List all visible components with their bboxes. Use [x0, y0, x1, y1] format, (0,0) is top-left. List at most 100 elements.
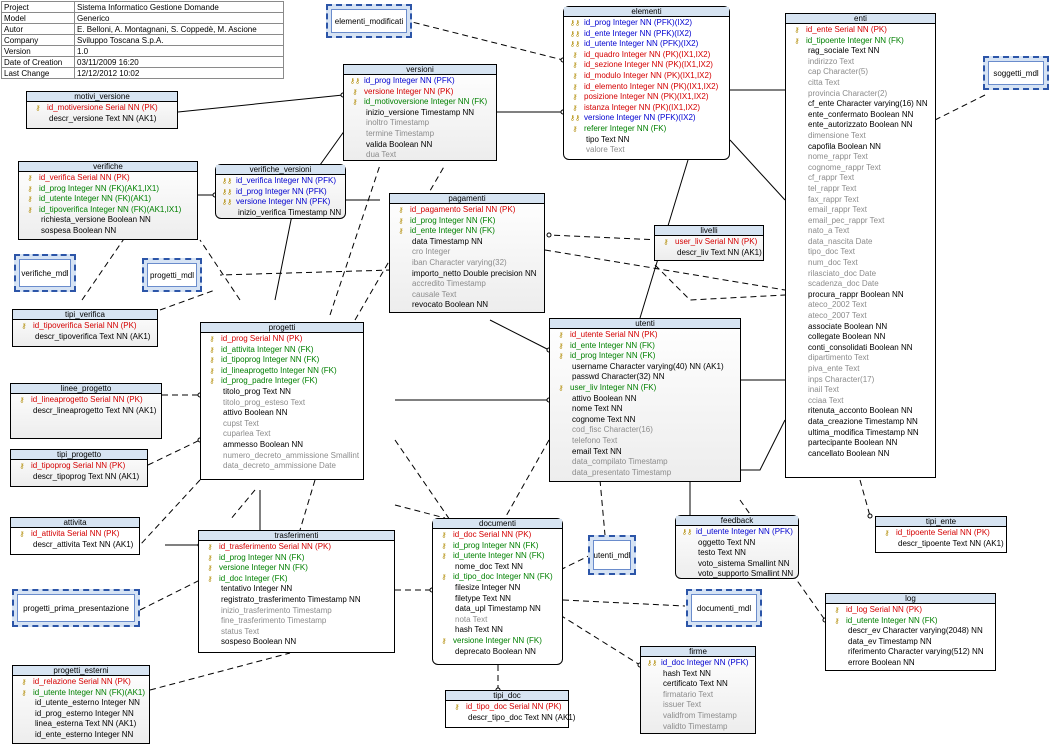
entity-tipi-doc[interactable]: tipi_doc⚷id_tipo_doc Serial NN (PK)descr…	[445, 690, 575, 728]
attribute-row[interactable]: cupst Text	[201, 419, 363, 430]
attribute-row[interactable]: ⚷id_trasferimento Serial NN (PK)	[199, 542, 394, 553]
attribute-row[interactable]: ⚷id_quadro Integer NN (PK)(IX1,IX2)	[564, 50, 729, 61]
view-progetti-mdl[interactable]: progetti_mdl	[142, 258, 202, 292]
attribute-row[interactable]: scadenza_doc Date	[786, 279, 935, 290]
attribute-row[interactable]: collegate Boolean NN	[786, 332, 935, 343]
attribute-row[interactable]: deprecato Boolean NN	[433, 647, 562, 658]
attribute-row[interactable]: associate Boolean NN	[786, 322, 935, 333]
attribute-row[interactable]: ente_confermato Boolean NN	[786, 110, 935, 121]
attribute-row[interactable]: inizio_versione Timestamp NN	[344, 108, 496, 119]
attribute-row[interactable]: ⚷id_utente Integer NN (FK)(AK1)	[19, 194, 197, 205]
attribute-row[interactable]: ⚷id_lineaprogetto Serial NN (PK)	[11, 395, 161, 406]
attribute-row[interactable]: id_ente_esterno Integer NN	[13, 730, 149, 741]
attribute-row[interactable]: piva_ente Text	[786, 364, 935, 375]
attribute-row[interactable]: data Timestamp NN	[390, 237, 544, 248]
attribute-row[interactable]: ⚷versione Integer NN (PK)	[344, 87, 496, 98]
attribute-row[interactable]: valida Boolean NN	[344, 140, 496, 151]
attribute-row[interactable]: ⚷id_tipo_doc Integer NN (FK)	[433, 572, 562, 583]
attribute-row[interactable]: ⚷⚷id_utente Integer NN (PFK)(IX2)	[564, 39, 729, 50]
attribute-row[interactable]: sospesa Boolean NN	[19, 226, 197, 237]
attribute-row[interactable]: ⚷id_ente Integer NN (FK)	[390, 226, 544, 237]
entity-versioni[interactable]: versioni⚷⚷id_prog Integer NN (PFK)⚷versi…	[343, 64, 497, 161]
attribute-row[interactable]: ateco_2007 Text	[786, 311, 935, 322]
attribute-row[interactable]: ⚷id_utente Integer NN (FK)	[826, 616, 995, 627]
entity-livelli[interactable]: livelli⚷user_liv Serial NN (PK)descr_liv…	[654, 225, 764, 261]
entity-verifiche-versioni[interactable]: verifiche_versioni⚷⚷id_verifica Integer …	[215, 164, 346, 219]
attribute-row[interactable]: sospeso Boolean NN	[199, 637, 394, 648]
attribute-row[interactable]: inail Text	[786, 385, 935, 396]
attribute-row[interactable]: procura_rappr Boolean NN	[786, 290, 935, 301]
attribute-row[interactable]: ⚷user_liv Serial NN (PK)	[655, 237, 763, 248]
attribute-row[interactable]: data_upl Timestamp NN	[433, 604, 562, 615]
attribute-row[interactable]: descr_tipo_doc Text NN (AK1)	[446, 713, 575, 724]
attribute-row[interactable]: ⚷id_utente Integer NN (FK)(AK1)	[13, 688, 149, 699]
attribute-row[interactable]: id_prog_esterno Integer NN	[13, 709, 149, 720]
attribute-row[interactable]: cap Character(5)	[786, 67, 935, 78]
attribute-row[interactable]: username Character varying(40) NN (AK1)	[550, 362, 740, 373]
attribute-row[interactable]: email_rappr Text	[786, 205, 935, 216]
attribute-row[interactable]: data_nascita Date	[786, 237, 935, 248]
attribute-row[interactable]: richiesta_versione Boolean NN	[19, 215, 197, 226]
attribute-row[interactable]: data_creazione Timestamp NN	[786, 417, 935, 428]
attribute-row[interactable]: ⚷id_utente Integer NN (FK)	[433, 551, 562, 562]
attribute-row[interactable]: cciaa Text	[786, 396, 935, 407]
attribute-row[interactable]: descr_tipoverifica Text NN (AK1)	[13, 332, 157, 343]
attribute-row[interactable]: ⚷⚷id_utente Integer NN (PFK)	[676, 527, 798, 538]
attribute-row[interactable]: tel_rappr Text	[786, 184, 935, 195]
attribute-row[interactable]: firmatario Text	[641, 690, 755, 701]
attribute-row[interactable]: ⚷id_log Serial NN (PK)	[826, 605, 995, 616]
attribute-row[interactable]: email_pec_rappr Text	[786, 216, 935, 227]
entity-pagamenti[interactable]: pagamenti⚷id_pagamento Serial NN (PK)⚷id…	[389, 193, 545, 313]
attribute-row[interactable]: inoltro Timestamp	[344, 118, 496, 129]
attribute-row[interactable]: telefono Text	[550, 436, 740, 447]
attribute-row[interactable]: ammesso Boolean NN	[201, 440, 363, 451]
attribute-row[interactable]: cognome_rappr Text	[786, 163, 935, 174]
attribute-row[interactable]: citta Text	[786, 78, 935, 89]
entity-enti[interactable]: enti⚷id_ente Serial NN (PK)⚷id_tipoente …	[785, 13, 936, 478]
view-progetti-prima-presentazione[interactable]: progetti_prima_presentazione	[12, 589, 140, 627]
attribute-row[interactable]: descr_versione Text NN (AK1)	[27, 114, 177, 125]
attribute-row[interactable]: cuparlea Text	[201, 429, 363, 440]
attribute-row[interactable]: cod_fisc Character(16)	[550, 425, 740, 436]
attribute-row[interactable]: cro Integer	[390, 247, 544, 258]
entity-attivita[interactable]: attivita⚷id_attivita Serial NN (PK)descr…	[10, 517, 140, 555]
attribute-row[interactable]: ⚷posizione Integer NN (PK)(IX1,IX2)	[564, 92, 729, 103]
attribute-row[interactable]: ⚷id_prog Integer NN (FK)	[199, 553, 394, 564]
attribute-row[interactable]: nato_a Text	[786, 226, 935, 237]
entity-trasferimenti[interactable]: trasferimenti⚷id_trasferimento Serial NN…	[198, 530, 395, 653]
entity-tipi-verifica[interactable]: tipi_verifica⚷id_tipoverifica Serial NN …	[12, 309, 158, 347]
attribute-row[interactable]: id_utente_esterno Integer NN	[13, 698, 149, 709]
attribute-row[interactable]: issuer Text	[641, 700, 755, 711]
attribute-row[interactable]: ⚷id_lineaprogetto Integer NN (FK)	[201, 366, 363, 377]
attribute-row[interactable]: descr_tipoprog Text NN (AK1)	[11, 472, 147, 483]
attribute-row[interactable]: ⚷user_liv Integer NN (FK)	[550, 383, 740, 394]
attribute-row[interactable]: inizio_trasferimento Timestamp	[199, 606, 394, 617]
attribute-row[interactable]: ⚷⚷id_verifica Integer NN (PFK)	[216, 176, 345, 187]
attribute-row[interactable]: partecipante Boolean NN	[786, 438, 935, 449]
attribute-row[interactable]: data_compilato Timestamp	[550, 457, 740, 468]
view-utenti-mdl[interactable]: utenti_mdl	[588, 535, 636, 575]
attribute-row[interactable]: provincia Character(2)	[786, 89, 935, 100]
view-soggetti-mdl[interactable]: soggetti_mdl	[983, 56, 1049, 90]
attribute-row[interactable]: oggetto Text NN	[676, 538, 798, 549]
attribute-row[interactable]: num_doc Text	[786, 258, 935, 269]
attribute-row[interactable]: voto_supporto Smallint NN	[676, 569, 798, 580]
view-verifiche-mdl[interactable]: verifiche_mdl	[14, 254, 76, 292]
attribute-row[interactable]: ⚷id_prog Integer NN (FK)	[433, 541, 562, 552]
entity-documenti[interactable]: documenti⚷id_doc Serial NN (PK)⚷id_prog …	[432, 518, 563, 665]
attribute-row[interactable]: capofila Boolean NN	[786, 142, 935, 153]
attribute-row[interactable]: indirizzo Text	[786, 57, 935, 68]
attribute-row[interactable]: ⚷istanza Integer NN (PK)(IX1,IX2)	[564, 103, 729, 114]
entity-tipi-ente[interactable]: tipi_ente⚷id_tipoente Serial NN (PK)desc…	[875, 516, 1007, 553]
attribute-row[interactable]: ultima_modifica Timestamp NN	[786, 428, 935, 439]
entity-utenti[interactable]: utenti⚷id_utente Serial NN (PK)⚷id_ente …	[549, 318, 741, 482]
attribute-row[interactable]: rilasciato_doc Date	[786, 269, 935, 280]
attribute-row[interactable]: titolo_prog Text NN	[201, 387, 363, 398]
view-elementi-modificati[interactable]: elementi_modificati	[326, 4, 412, 38]
entity-motivi-versione[interactable]: motivi_versione⚷id_motiversione Serial N…	[26, 91, 178, 129]
attribute-row[interactable]: ente_autorizzato Boolean NN	[786, 120, 935, 131]
attribute-row[interactable]: cancellato Boolean NN	[786, 449, 935, 460]
entity-firme[interactable]: firme⚷⚷id_doc Integer NN (PFK)hash Text …	[640, 646, 756, 734]
attribute-row[interactable]: ⚷⚷id_ente Integer NN (PFK)(IX2)	[564, 29, 729, 40]
attribute-row[interactable]: revocato Boolean NN	[390, 300, 544, 311]
